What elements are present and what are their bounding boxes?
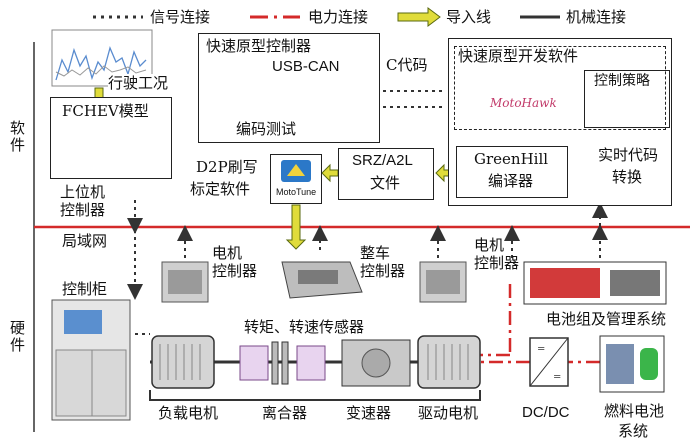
legend-mechanical: 机械连接: [566, 8, 627, 26]
svg-text:=: =: [537, 344, 545, 355]
dcdc-label: DC/DC: [522, 404, 570, 421]
fuel-cell-label: 燃料电池: [604, 402, 665, 420]
torque-sensor-right: [296, 345, 326, 381]
torque-sensor-left: [239, 345, 269, 381]
legend-signal: 信号连接: [150, 8, 211, 26]
code-test-label: 编码测试: [236, 120, 297, 138]
svg-text:=: =: [553, 372, 561, 383]
dcdc-device: = =: [529, 337, 569, 387]
lan-label: 局域网: [62, 232, 108, 250]
load-motor-device: [151, 335, 215, 389]
motohawk-text: MotoHawk: [490, 96, 557, 110]
transmission-label: 变速器: [346, 404, 392, 422]
srz-a2l-box: [338, 148, 434, 200]
driving-cycle-label: 行驶工况: [108, 74, 169, 92]
drive-motor-label: 驱动电机: [418, 404, 479, 422]
c-code-label: C代码: [386, 56, 428, 74]
greenhill-label: GreenHill: [474, 150, 549, 168]
compiler-label: 编译器: [488, 172, 534, 190]
control-cabinet-device: [51, 299, 131, 421]
clutch-label: 离合器: [262, 404, 308, 422]
file-label: 文件: [370, 174, 401, 192]
greenhill-box: [456, 146, 568, 198]
calib-software-label: 标定软件: [190, 180, 251, 198]
control-strategy-label: 控制策略: [594, 73, 650, 89]
vehicle-controller-label: 整车 控制器: [360, 244, 406, 280]
motor-controller-right-label: 电机 控制器: [474, 236, 520, 272]
battery-system-device: [523, 261, 667, 305]
motor-controller-left-device: [161, 261, 209, 303]
legend-power: 电力连接: [308, 8, 369, 26]
mototune-box: [270, 154, 322, 204]
control-cabinet-label: 控制柜: [62, 280, 108, 298]
control-strategy-box: [584, 70, 670, 128]
load-motor-label: 负载电机: [158, 404, 219, 422]
rapid-controller-box: [198, 33, 380, 143]
fuel-cell-device: [599, 335, 665, 393]
battery-system-label: 电池组及管理系统: [546, 310, 667, 328]
torque-sensor-label: 转矩、转速传感器: [244, 318, 365, 336]
rapid-software-box: [454, 46, 666, 130]
fchev-model-box: [50, 97, 172, 179]
drive-motor-device: [417, 335, 481, 389]
legend-guide-arrow: [397, 7, 441, 27]
system-label: 系统: [618, 422, 649, 440]
vehicle-controller-device: [281, 261, 363, 299]
legend-guide: 导入线: [446, 8, 492, 26]
host-controller-label: 上位机 控制器: [60, 183, 106, 219]
transmission-device: [341, 339, 411, 387]
rapid-controller-label: 快速原型控制器: [206, 37, 312, 55]
motor-controller-right-device: [419, 261, 467, 303]
section-hardware: 硬件: [8, 320, 26, 354]
realtime-code-label: 实时代码: [598, 146, 659, 164]
rapid-software-label: 快速原型开发软件: [458, 47, 579, 65]
section-software: 软件: [8, 120, 26, 154]
mototune-text: MotoTune: [276, 187, 317, 197]
convert-label: 转换: [612, 168, 643, 186]
mototune-icon: [281, 160, 311, 182]
usb-can-label: USB-CAN: [272, 58, 340, 75]
srz-a2l-label: SRZ/A2L: [352, 152, 413, 169]
clutch-device: [271, 341, 289, 385]
motor-controller-left-label: 电机 控制器: [212, 244, 258, 280]
d2p-label: D2P刷写: [196, 158, 258, 176]
fchev-model-label: FCHEV模型: [62, 102, 149, 120]
